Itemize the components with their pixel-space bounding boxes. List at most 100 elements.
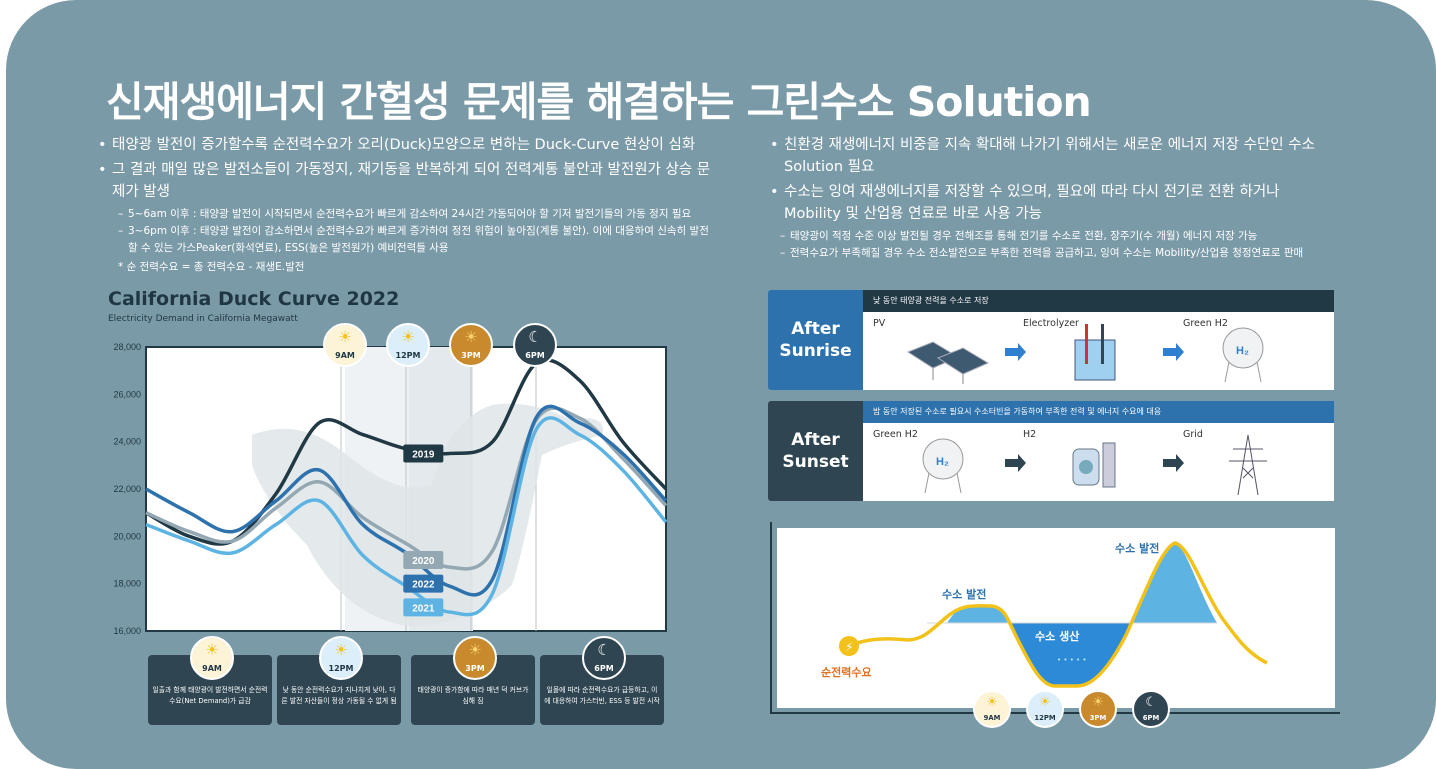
time-marker-3pm: ☀ 3PM bbox=[1079, 690, 1117, 728]
svg-text:2022: 2022 bbox=[412, 580, 435, 591]
power-tower-icon bbox=[1229, 434, 1267, 496]
generation-area-2 bbox=[1132, 543, 1217, 623]
generation-area-1 bbox=[947, 606, 1009, 623]
net-demand-line bbox=[848, 541, 1268, 688]
solar-panel-icon bbox=[906, 341, 990, 384]
right-detail-1: 태양광이 적정 수준 이상 발전될 경우 전해조를 통해 전기를 수소로 전환,… bbox=[780, 228, 1340, 245]
note-text: 태양광이 증가함에 따라 매년 덕 커브가 심해 짐 bbox=[417, 686, 529, 705]
y-tick-label: 16,000 bbox=[113, 626, 141, 636]
left-bullets: 태양광 발전이 증가할수록 순전력수요가 오리(Duck)모양으로 변하는 Du… bbox=[98, 134, 718, 203]
electrolyzer-label: Electrolyzer bbox=[1023, 318, 1079, 329]
y-tick-label: 18,000 bbox=[113, 579, 141, 589]
hydrogen-chart-svg: ⚡ • • • • • bbox=[839, 541, 1268, 688]
series-labels: 2019 2020 2022 2021 bbox=[403, 444, 444, 617]
time-marker-label: 3PM bbox=[1089, 713, 1107, 722]
note-text: 일몰에 따라 순전력수요가 급등하고, 이에 대응하여 가스터빈, ESS 등 … bbox=[544, 686, 660, 705]
sun-icon: ☀ bbox=[1039, 694, 1051, 710]
bubbles: • • • • • bbox=[1057, 656, 1087, 664]
arrow-right-icon bbox=[1163, 343, 1184, 361]
sun-icon: ☀ bbox=[464, 328, 478, 347]
series-label-2021: 2021 bbox=[403, 598, 444, 617]
moon-icon: ☾ bbox=[597, 641, 611, 660]
sunrise-head: After Sunrise bbox=[779, 319, 852, 361]
right-bullet-1: 친환경 재생에너지 비중을 지속 확대해 나가기 위해서는 새로운 에너지 저장… bbox=[770, 134, 1340, 178]
time-marker-9am: ☀ 9AM bbox=[190, 636, 234, 680]
sunset-body: Green H2 H2 Grid H₂ bbox=[863, 423, 1334, 501]
svg-text:H₂: H₂ bbox=[1236, 345, 1249, 357]
time-marker-label: 12PM bbox=[328, 664, 354, 674]
time-marker-6pm: ☾6PM bbox=[513, 323, 557, 367]
time-marker-12pm: ☀ 12PM bbox=[1026, 690, 1064, 728]
svg-text:2021: 2021 bbox=[412, 603, 435, 614]
time-marker-9am: ☀9AM bbox=[323, 323, 367, 367]
chart-title: California Duck Curve 2022 bbox=[108, 288, 400, 310]
left-details: 5~6am 이후 : 태양광 발전이 시작되면서 순전력수요가 빠르게 감소하여… bbox=[118, 206, 718, 276]
sun-icon: ☀ bbox=[986, 694, 998, 710]
arrow-right-icon bbox=[1005, 343, 1026, 361]
moon-icon: ☾ bbox=[528, 328, 542, 347]
time-marker-label: 9AM bbox=[983, 713, 1001, 722]
y-tick-label: 22,000 bbox=[113, 484, 141, 494]
hydrogen-tank-icon: H₂ bbox=[1222, 327, 1264, 383]
arrow-right-icon bbox=[1005, 454, 1026, 472]
svg-text:H₂: H₂ bbox=[936, 456, 949, 468]
h2-label: H2 bbox=[1023, 429, 1037, 440]
duck-illustration bbox=[252, 403, 603, 626]
time-marker-6pm: ☾6PM bbox=[1132, 690, 1170, 728]
svg-text:2019: 2019 bbox=[412, 450, 435, 461]
chart-subtitle: Electricity Demand in California Megawat… bbox=[108, 314, 298, 324]
left-detail-1: 5~6am 이후 : 태양광 발전이 시작되면서 순전력수요가 빠르게 감소하여… bbox=[118, 206, 718, 223]
h-chart-y-axis bbox=[770, 522, 772, 714]
prod-label: 수소 생산 bbox=[1035, 630, 1080, 643]
sunset-head: After Sunset bbox=[782, 430, 849, 472]
left-detail-2: 3~6pm 이후 : 태양광 발전이 감소하면서 순전력수요가 빠르게 증가하여… bbox=[118, 223, 718, 257]
note-text: 일출과 함께 태양광이 발전하면서 순전력수요(Net Demand)가 급감 bbox=[152, 686, 268, 705]
right-details: 태양광이 적정 수준 이상 발전될 경우 전해조를 통해 전기를 수소로 전환,… bbox=[780, 228, 1340, 262]
time-marker-6pm: ☾ 6PM bbox=[582, 636, 626, 680]
page-title: 신재생에너지 간헐성 문제를 해결하는 그린수소 Solution bbox=[106, 78, 1092, 126]
sun-icon: ☀ bbox=[1092, 694, 1104, 710]
sun-icon: ☀ bbox=[468, 641, 482, 660]
sunset-icons: H₂ bbox=[922, 434, 1267, 496]
time-marker-label: 9AM bbox=[335, 351, 355, 361]
y-tick-label: 20,000 bbox=[113, 531, 141, 541]
time-marker-12pm: ☀ 12PM bbox=[386, 323, 430, 367]
fuel-cell-icon bbox=[1072, 442, 1116, 488]
sun-icon: ☀ bbox=[334, 641, 348, 660]
after-sunset-panel: After Sunset 밤 동안 저장된 수소로 필요시 수소터빈을 가동하여… bbox=[768, 401, 1334, 501]
sunrise-bar: 낮 동안 태양광 전력을 수소로 저장 bbox=[863, 290, 1334, 312]
right-bullets: 친환경 재생에너지 비중을 지속 확대해 나가기 위해서는 새로운 에너지 저장… bbox=[770, 134, 1340, 225]
after-sunrise-panel: After Sunrise 낮 동안 태양광 전력을 수소로 저장 PV Ele… bbox=[768, 290, 1334, 390]
green-h2-label-2: Green H2 bbox=[873, 429, 918, 440]
right-detail-2: 전력수요가 부족해질 경우 수소 전소발전으로 부족한 전력을 공급하고, 잉여… bbox=[780, 245, 1340, 262]
time-marker-3pm: ☀3PM bbox=[453, 636, 497, 680]
svg-text:2020: 2020 bbox=[412, 556, 435, 567]
time-marker-label: 6PM bbox=[594, 664, 614, 674]
hydrogen-tank-icon: H₂ bbox=[922, 438, 964, 494]
slide: 신재생에너지 간헐성 문제를 해결하는 그린수소 Solution 태양광 발전… bbox=[6, 0, 1436, 769]
gen-label-2: 수소 발전 bbox=[1115, 542, 1160, 555]
sunset-bar: 밤 동안 저장된 수소로 필요시 수소터빈을 가동하여 부족한 전력 및 에너지… bbox=[863, 401, 1334, 423]
sun-icon: ☀ bbox=[401, 328, 415, 347]
duck-curve-chart: 28,00026,00024,00022,00020,00018,00016,0… bbox=[113, 342, 668, 636]
series-label-2022: 2022 bbox=[403, 574, 444, 593]
y-axis-ticks: 28,00026,00024,00022,00020,00018,00016,0… bbox=[113, 342, 141, 636]
time-marker-12pm: ☀ 12PM bbox=[319, 636, 363, 680]
series-label-2019: 2019 bbox=[403, 444, 444, 463]
hydrogen-chart: ⚡ • • • • • 수소 발전 수소 발전 수소 생산 순전력수요 bbox=[777, 528, 1335, 708]
time-marker-label: 12PM bbox=[395, 351, 421, 361]
time-marker-label: 6PM bbox=[1142, 713, 1160, 722]
y-tick-label: 26,000 bbox=[113, 389, 141, 399]
grid-label: Grid bbox=[1183, 429, 1203, 440]
series-line-2021 bbox=[145, 416, 668, 617]
y-tick-label: 28,000 bbox=[113, 342, 141, 352]
time-marker-label: 9AM bbox=[202, 664, 222, 674]
left-bullet-2: 그 결과 매일 많은 발전소들이 가동정지, 재기동을 반복하게 되어 전력계통… bbox=[98, 159, 718, 203]
lightning-icon bbox=[839, 636, 859, 656]
left-bullet-1: 태양광 발전이 증가할수록 순전력수요가 오리(Duck)모양으로 변하는 Du… bbox=[98, 134, 718, 156]
gen-label-1: 수소 발전 bbox=[942, 588, 987, 601]
series-line-2020 bbox=[145, 406, 668, 571]
sunrise-icons: H₂ bbox=[906, 324, 1264, 384]
time-marker-label: 12PM bbox=[1034, 713, 1056, 722]
sun-icon: ☀ bbox=[205, 641, 219, 660]
